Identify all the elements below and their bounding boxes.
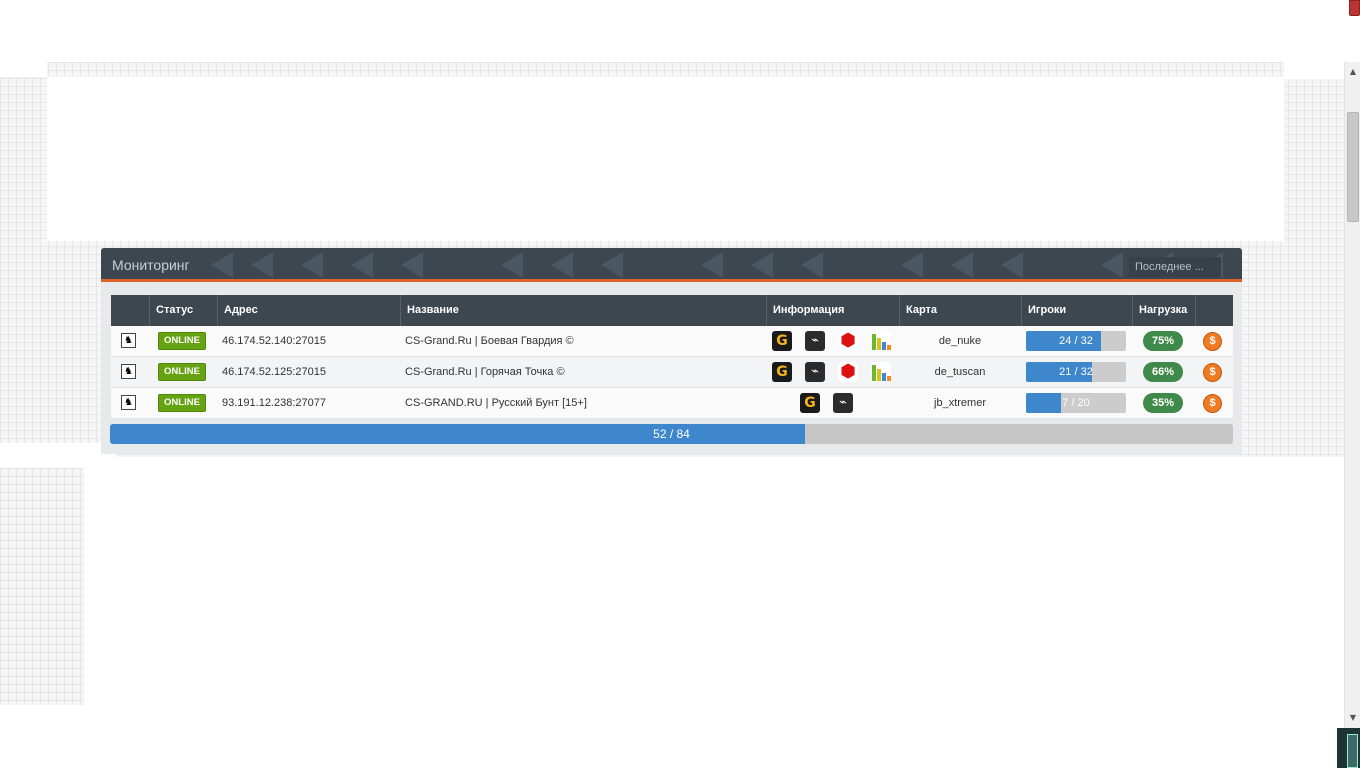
server-address[interactable]: 93.191.12.238:27077 [222, 397, 326, 409]
donate-icon[interactable]: $ [1203, 363, 1222, 382]
header-load[interactable]: Нагрузка [1132, 295, 1195, 326]
gametracker-icon[interactable]: G [772, 331, 792, 351]
scroll-up-icon[interactable]: ▲ [1349, 67, 1357, 76]
map-name: de_tuscan [934, 366, 986, 378]
stop-icon[interactable]: ⬢ [838, 331, 858, 351]
gametracker-icon[interactable]: G [800, 393, 820, 413]
lower-gap [0, 443, 116, 468]
donate-icon[interactable]: $ [1203, 332, 1222, 351]
header-status[interactable]: Статус [149, 295, 217, 326]
players-count: 7 / 20 [1062, 397, 1090, 409]
total-players-count: 52 / 84 [653, 427, 690, 441]
cs-icon: ♞ [121, 333, 136, 348]
load-badge: 75% [1143, 331, 1183, 351]
players-count: 24 / 32 [1059, 335, 1093, 347]
vertical-scrollbar[interactable]: ▲ ▼ [1344, 62, 1360, 728]
load-badge: 35% [1143, 393, 1183, 413]
stop-icon[interactable]: ⬢ [838, 362, 858, 382]
map-name: jb_xtremer [934, 397, 986, 409]
players-bar-fill [1026, 393, 1061, 413]
players-bar: 7 / 20 [1026, 393, 1126, 413]
server-name[interactable]: CS-GRAND.RU | Русский Бунт [15+] [405, 397, 587, 409]
players-bar-fill [1026, 331, 1101, 351]
header-game [111, 295, 149, 326]
top-strip [0, 0, 1344, 62]
players-bar: 24 / 32 [1026, 331, 1126, 351]
monitoring-panel: Мониторинг Последнее ... Статус Адрес На… [101, 248, 1242, 454]
header-name[interactable]: Название [400, 295, 766, 326]
latest-button[interactable]: Последнее ... [1129, 257, 1221, 277]
table-row[interactable]: ♞ ONLINE 93.191.12.238:27077 CS-GRAND.RU… [111, 388, 1233, 419]
scroll-thumb[interactable] [1347, 112, 1359, 222]
header-map[interactable]: Карта [899, 295, 1021, 326]
steam-icon[interactable]: ⌁ [805, 331, 825, 351]
total-players-bar: 52 / 84 [110, 424, 1233, 444]
cs-icon: ♞ [121, 364, 136, 379]
cs-icon: ♞ [121, 395, 136, 410]
panel-header: Мониторинг Последнее ... [101, 248, 1242, 282]
total-players-fill [110, 424, 805, 444]
stats-icon[interactable] [871, 362, 891, 382]
server-table: Статус Адрес Название Информация Карта И… [111, 295, 1233, 419]
table-header: Статус Адрес Название Информация Карта И… [111, 295, 1233, 326]
stats-icon[interactable] [871, 331, 891, 351]
top-notch-right [1284, 62, 1344, 79]
players-count: 21 / 32 [1059, 366, 1093, 378]
status-badge: ONLINE [158, 332, 206, 350]
table-row[interactable]: ♞ ONLINE 46.174.52.140:27015 CS-Grand.Ru… [111, 326, 1233, 357]
load-badge: 66% [1143, 362, 1183, 382]
status-badge: ONLINE [158, 394, 206, 412]
steam-icon[interactable]: ⌁ [833, 393, 853, 413]
donate-icon[interactable]: $ [1203, 394, 1222, 413]
taskbar-corner [1337, 728, 1360, 768]
header-players[interactable]: Игроки [1021, 295, 1132, 326]
top-notch [0, 62, 47, 77]
gametracker-icon[interactable]: G [772, 362, 792, 382]
server-address[interactable]: 46.174.52.140:27015 [222, 335, 326, 347]
server-name[interactable]: CS-Grand.Ru | Боевая Гвардия © [405, 335, 574, 347]
players-bar-fill [1026, 362, 1092, 382]
header-info: Информация [766, 295, 899, 326]
players-bar: 21 / 32 [1026, 362, 1126, 382]
lower-left-texture [0, 468, 84, 705]
header-extra [1195, 295, 1233, 326]
map-name: de_nuke [938, 335, 982, 347]
header-address[interactable]: Адрес [217, 295, 400, 326]
status-badge: ONLINE [158, 363, 206, 381]
panel-title: Мониторинг [112, 257, 190, 273]
steam-icon[interactable]: ⌁ [805, 362, 825, 382]
server-address[interactable]: 46.174.52.125:27015 [222, 366, 326, 378]
table-row[interactable]: ♞ ONLINE 46.174.52.125:27015 CS-Grand.Ru… [111, 357, 1233, 388]
window-control-icon[interactable] [1349, 0, 1360, 16]
scroll-down-icon[interactable]: ▼ [1349, 713, 1357, 722]
top-banner-area [47, 77, 1284, 241]
server-name[interactable]: CS-Grand.Ru | Горячая Точка © [405, 366, 565, 378]
